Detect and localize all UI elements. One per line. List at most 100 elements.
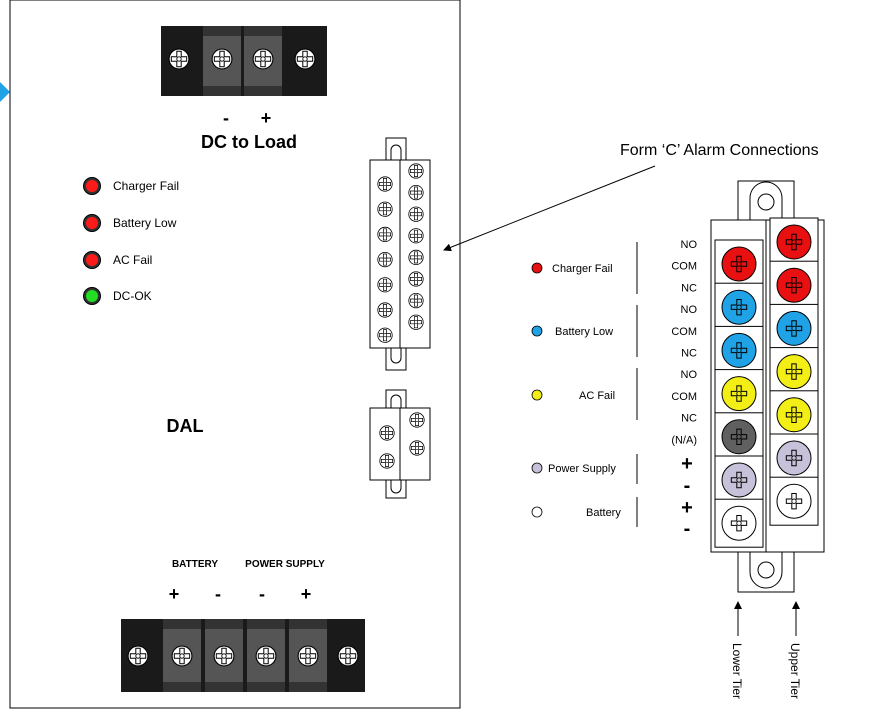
corner-indicator (0, 82, 10, 102)
screw-icon (408, 292, 424, 309)
led-icon (83, 177, 101, 195)
terminal-screw-icon (776, 397, 812, 433)
dc-plus-label: + (261, 108, 272, 128)
contact-label: NO (681, 369, 698, 381)
contact-label: NC (681, 413, 697, 425)
legend-dot (531, 262, 543, 274)
screw-icon (408, 249, 424, 266)
led-icon (83, 214, 101, 232)
polarity-label: + (301, 584, 312, 604)
polarity-label: - (215, 584, 221, 604)
legend-label: Battery Low (555, 326, 613, 338)
terminal-screw-icon (721, 376, 757, 412)
led-indicators: Charger Fail Battery Low AC Fail DC-OK (83, 177, 179, 305)
terminal-screw-icon (776, 310, 812, 346)
alarm-title: Form ‘C’ Alarm Connections (620, 142, 819, 159)
dc-load-terminal-block (161, 26, 327, 96)
screw-icon (171, 645, 193, 667)
terminal-screw-icon (776, 224, 812, 260)
dal-terminal-block (369, 389, 431, 499)
screw-icon (408, 163, 424, 179)
battery-terminal-label: BATTERY (172, 559, 218, 570)
contact-label: NO (681, 239, 698, 251)
screw-icon (379, 425, 395, 441)
screw-icon (408, 314, 424, 330)
contact-labels: NO COM NC NO COM NC NO COM NC (N/A) (671, 239, 697, 446)
screw-icon (408, 228, 424, 244)
led-icon (83, 287, 101, 305)
terminal-screw-icon (721, 289, 757, 325)
legend-label: Battery (586, 507, 621, 519)
callout-arrow (443, 165, 656, 252)
polarity-label: + (681, 453, 693, 475)
lower-tier-label: Lower Tier (730, 643, 744, 699)
screw-icon (377, 327, 393, 343)
legend-dot (531, 462, 543, 474)
alarm-legend: Charger Fail Battery Low AC Fail Power S… (531, 242, 638, 527)
legend-label: AC Fail (579, 390, 615, 402)
screw-icon (379, 453, 395, 469)
led-label: AC Fail (113, 253, 152, 267)
screw-icon (252, 48, 274, 70)
terminal-screw-icon (776, 440, 812, 476)
terminal-screw-icon (721, 419, 757, 455)
terminal-screw-icon (721, 505, 757, 541)
screw-icon (377, 302, 393, 318)
screw-icon (409, 412, 425, 428)
enclosure-panel (9, 0, 461, 709)
polarity-label: - (684, 475, 691, 497)
terminal-screw-icon (721, 332, 757, 368)
screw-icon (377, 277, 393, 293)
contact-label: NC (681, 348, 697, 360)
alarm-terminal-block-small (369, 137, 431, 371)
screw-icon (168, 48, 190, 70)
screw-icon (294, 48, 316, 70)
legend-label: Charger Fail (552, 263, 613, 275)
screw-icon (377, 176, 393, 192)
terminal-screw-icon (776, 267, 812, 303)
battery-power-terminal-block (121, 619, 365, 692)
screw-icon (377, 252, 393, 268)
screw-icon (337, 645, 359, 667)
led-label: Battery Low (113, 216, 177, 230)
dc-minus-label: - (223, 108, 229, 128)
screw-icon (297, 645, 319, 667)
legend-label: Power Supply (548, 463, 616, 475)
polarity-label: + (681, 497, 693, 519)
contact-label: (N/A) (671, 434, 697, 446)
terminal-screw-icon (721, 246, 757, 282)
screw-icon (408, 185, 424, 201)
legend-dot (531, 506, 543, 518)
contact-label: NC (681, 282, 697, 294)
screw-icon (377, 226, 393, 242)
led-label: DC-OK (113, 289, 152, 303)
polarity-label: - (684, 518, 691, 540)
terminal-screw-icon (776, 354, 812, 390)
polarity-label: - (259, 584, 265, 604)
screw-icon (213, 645, 235, 667)
screw-icon (408, 271, 424, 287)
screw-icon (409, 440, 425, 456)
contact-label: NO (681, 304, 698, 316)
terminal-screw-icon (776, 483, 812, 519)
led-label: Charger Fail (113, 179, 179, 193)
screw-icon (255, 645, 277, 667)
screw-icon (127, 645, 149, 667)
contact-label: COM (671, 326, 697, 338)
legend-dot (531, 325, 543, 337)
upper-tier-label: Upper Tier (788, 643, 802, 699)
polarity-label: + (169, 584, 180, 604)
led-icon (83, 251, 101, 269)
screw-icon (377, 201, 393, 217)
power-supply-terminal-label: POWER SUPPLY (245, 559, 325, 570)
dal-label: DAL (167, 416, 204, 436)
contact-label: COM (671, 391, 697, 403)
screw-icon (211, 48, 233, 70)
legend-dot (531, 389, 543, 401)
alarm-terminal-block-large (710, 180, 825, 593)
dc-to-load-label: DC to Load (201, 132, 297, 152)
screw-icon (408, 206, 424, 222)
terminal-screw-icon (721, 462, 757, 498)
contact-label: COM (671, 261, 697, 273)
